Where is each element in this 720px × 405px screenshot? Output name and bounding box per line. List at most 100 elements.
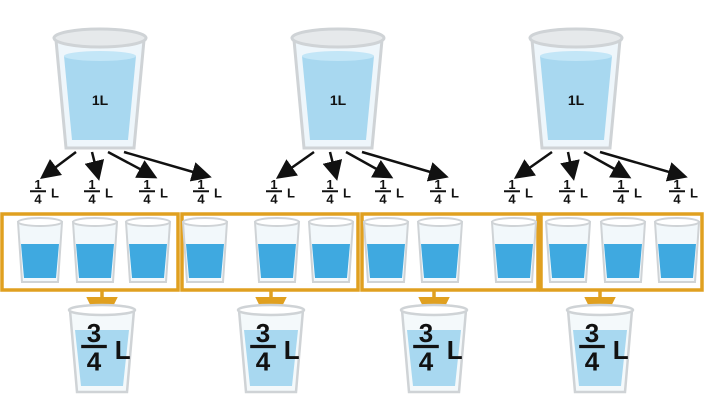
fraction-denominator: 4 [379,191,387,206]
fraction-denominator: 4 [256,347,271,377]
pitcher-rim [52,27,148,49]
fraction-unit: L [160,186,168,201]
fraction-unit: L [287,186,295,201]
fanout-arrow-11 [583,150,632,179]
fraction-denominator: 4 [143,191,151,206]
small-cup-9 [490,217,538,283]
cup-rim [254,217,300,227]
fraction-numerator: 1 [197,177,204,192]
group-box-3 [360,212,540,292]
cup-rim [363,217,409,227]
cup-water [258,244,296,278]
cup-rim [72,217,118,227]
result-cup-water [75,330,129,386]
fraction-numerator: 3 [87,318,101,348]
fraction-numerator: 1 [270,177,277,192]
small-cup-4 [181,217,229,283]
fraction-unit: L [613,335,629,365]
result-cup-rim [565,303,635,317]
small-cup-7 [362,217,410,283]
pitcher-water [302,56,374,140]
fraction-unit: L [451,186,459,201]
group-box-4 [539,212,704,292]
group-box-1 [0,212,180,292]
cup-water [658,244,696,278]
fanout-arrow-8 [361,150,449,182]
pitcher-water-surface [302,51,374,61]
small-cup-5 [253,217,301,283]
fraction-numerator: 1 [88,177,95,192]
fraction-unit: L [447,335,463,365]
fraction-numerator: 1 [508,177,515,192]
pitcher-3: 1L [528,27,624,150]
small-cup-2 [71,217,119,283]
result-cup-water [573,330,627,386]
cup-water [76,244,114,278]
fraction-denominator: 4 [197,191,205,206]
fraction-numerator: 1 [379,177,386,192]
cup-rim [17,217,63,227]
fraction-numerator: 1 [673,177,680,192]
fanout-arrow-7 [345,150,394,179]
cup-water [421,244,459,278]
fraction-unit: L [690,186,698,201]
cup-rim [600,217,646,227]
small-cup-6 [307,217,355,283]
fraction-unit: L [396,186,404,201]
small-cup-3 [124,217,172,283]
fraction-denominator: 4 [508,191,516,206]
fraction-denominator: 4 [585,347,600,377]
cup-water [186,244,224,278]
fraction-denominator: 4 [673,191,681,206]
fraction-denominator: 4 [326,191,334,206]
pitcher-label: 1L [92,92,109,108]
fanout-arrow-6 [322,151,343,181]
fraction-unit: L [214,186,222,201]
pitcher-water-surface [64,51,136,61]
result-cup-rim [236,303,306,317]
fraction-unit: L [51,186,59,201]
fraction-numerator: 1 [34,177,41,192]
fraction-unit: L [105,186,113,201]
fraction-numerator: 1 [563,177,570,192]
fraction-denominator: 4 [434,191,442,206]
cup-water [21,244,59,278]
result-cup-water [407,330,461,386]
fanout-arrow-10 [560,151,580,181]
fraction-numerator: 3 [585,318,599,348]
fraction-numerator: 1 [434,177,441,192]
fraction-unit: L [580,186,588,201]
fraction-denominator: 4 [419,347,434,377]
fanout-arrow-2 [84,151,105,181]
cup-rim [654,217,700,227]
small-cup-11 [599,217,647,283]
fraction-unit: L [343,186,351,201]
cup-rim [125,217,171,227]
fanout-arrow-5 [275,150,315,179]
fraction-numerator: 3 [256,318,270,348]
fanout-arrow-1 [40,151,77,179]
pitcher-water-surface [540,51,612,61]
result-cup-rim [67,303,137,317]
cup-water [129,244,167,278]
fraction-unit: L [634,186,642,201]
pitcher-water [540,56,612,140]
fanout-arrow-3 [107,150,158,179]
fraction-denominator: 4 [563,191,571,206]
fraction-denominator: 4 [88,191,96,206]
